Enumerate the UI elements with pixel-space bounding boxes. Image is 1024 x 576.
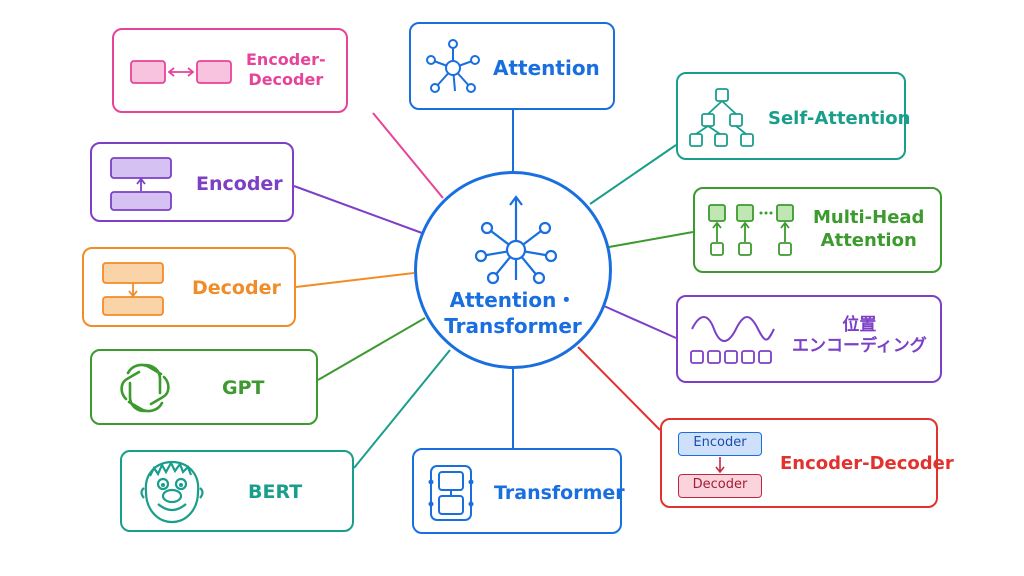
transformer-block-icon bbox=[428, 465, 474, 521]
positional-label-line1: 位置 bbox=[842, 315, 877, 335]
multi-head-label-line1: Multi-Head bbox=[813, 207, 925, 228]
node-encoder-decoder-left: Encoder- Decoder bbox=[112, 28, 348, 113]
encoder-label: Encoder bbox=[196, 173, 283, 195]
down-arrow-icon bbox=[715, 457, 725, 474]
multi-head-label: Multi-Head Attention bbox=[813, 207, 924, 252]
multi-head-label-line2: Attention bbox=[820, 229, 917, 251]
connector-encoder-decoder-left bbox=[372, 112, 444, 199]
connector-decoder bbox=[295, 272, 415, 288]
node-multi-head-attention: Multi-Head Attention bbox=[693, 187, 942, 273]
tree-icon bbox=[689, 88, 754, 147]
node-encoder-decoder-right: Encoder Decoder Encoder-Decoder bbox=[660, 418, 954, 508]
gpt-label: GPT bbox=[222, 377, 265, 399]
encoder-decoder-left-line2: Decoder bbox=[248, 70, 324, 89]
node-decoder: Decoder bbox=[82, 247, 296, 327]
connector-encoder-decoder-right bbox=[577, 346, 661, 431]
transformer-label: Transformer bbox=[494, 482, 625, 504]
node-transformer: Transformer bbox=[412, 448, 625, 534]
bert-face-icon bbox=[140, 460, 204, 524]
center-network-icon bbox=[474, 195, 558, 285]
decoder-icon bbox=[102, 262, 164, 316]
node-bert: BERT bbox=[120, 450, 354, 532]
positional-label: 位置 エンコーディング bbox=[792, 315, 927, 358]
connector-bert bbox=[353, 349, 451, 469]
wave-icon bbox=[690, 316, 775, 364]
center-node: Attention・ Transformer bbox=[414, 171, 612, 369]
encoder-decoder-right-label: Encoder-Decoder bbox=[780, 453, 954, 474]
encoder-decoder-left-line1: Encoder- bbox=[246, 50, 326, 69]
connector-self-attention bbox=[589, 144, 677, 205]
network-icon bbox=[426, 39, 480, 93]
connector-encoder bbox=[293, 185, 423, 234]
mini-encoder-box: Encoder bbox=[678, 432, 762, 456]
self-attention-label: Self-Attention bbox=[768, 108, 911, 129]
center-title: Attention・ Transformer bbox=[417, 288, 609, 339]
node-encoder: Encoder bbox=[90, 142, 294, 222]
center-title-line2: Transformer bbox=[444, 313, 582, 338]
multi-head-icon bbox=[708, 204, 794, 256]
connector-multi-head bbox=[608, 231, 694, 248]
connector-gpt bbox=[317, 317, 426, 381]
connector-positional bbox=[603, 305, 677, 339]
positional-label-line2: エンコーディング bbox=[792, 336, 927, 357]
center-title-line1: Attention・ bbox=[449, 288, 577, 312]
node-gpt: GPT bbox=[90, 349, 318, 425]
double-arrow-icon bbox=[130, 60, 232, 84]
openai-knot-icon bbox=[120, 363, 170, 413]
attention-label: Attention bbox=[493, 56, 600, 80]
encoder-icon bbox=[110, 157, 172, 211]
bert-label: BERT bbox=[248, 481, 303, 503]
encoder-decoder-left-label: Encoder- Decoder bbox=[246, 50, 326, 90]
mini-decoder-box: Decoder bbox=[678, 474, 762, 498]
decoder-label: Decoder bbox=[192, 277, 281, 299]
node-self-attention: Self-Attention bbox=[676, 72, 910, 160]
node-attention: Attention bbox=[409, 22, 615, 110]
node-positional-encoding: 位置 エンコーディング bbox=[676, 295, 942, 383]
